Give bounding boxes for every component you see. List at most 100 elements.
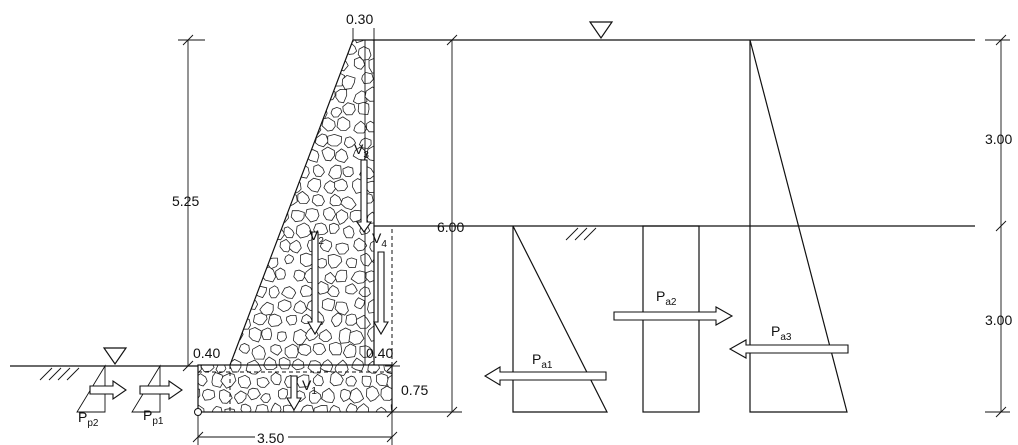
masonry-stone xyxy=(323,206,337,221)
pa3-arrow xyxy=(728,339,849,359)
force-arrows xyxy=(89,159,849,412)
masonry-stone xyxy=(373,73,390,91)
masonry-stone xyxy=(291,358,305,371)
masonry-stone xyxy=(200,241,214,253)
masonry-stone xyxy=(198,225,207,238)
masonry-stone xyxy=(329,193,343,207)
v1-arrow xyxy=(286,375,302,412)
masonry-stone xyxy=(329,341,343,356)
masonry-stone xyxy=(341,74,356,90)
masonry-stone xyxy=(324,58,338,71)
masonry-stone xyxy=(301,107,314,118)
masonry-stone xyxy=(383,301,392,314)
masonry-stone xyxy=(335,209,349,226)
masonry-stone xyxy=(355,314,371,329)
masonry-stone xyxy=(198,89,199,103)
masonry-stone xyxy=(237,104,253,121)
masonry-stone xyxy=(198,72,207,88)
masonry-stone xyxy=(205,195,224,212)
masonry-stone xyxy=(279,121,292,134)
masonry-stone xyxy=(201,388,216,401)
masonry-stone xyxy=(239,73,252,86)
masonry-stone xyxy=(353,120,368,134)
masonry-stone xyxy=(269,132,284,148)
masonry-stone xyxy=(331,42,344,56)
masonry-stone xyxy=(381,121,392,135)
masonry-stone xyxy=(222,284,237,298)
masonry-stone xyxy=(238,252,252,266)
masonry-stone xyxy=(321,146,335,162)
v4-arrow xyxy=(373,251,389,336)
masonry-stone xyxy=(198,40,199,42)
masonry-stone xyxy=(239,196,251,209)
masonry-stone xyxy=(374,45,386,55)
masonry-stone xyxy=(231,239,249,256)
masonry-stone xyxy=(319,359,334,373)
masonry-stone xyxy=(279,238,293,253)
masonry-stone xyxy=(230,60,242,72)
masonry-stone xyxy=(263,119,278,134)
masonry-stone xyxy=(369,40,381,41)
masonry-stone xyxy=(198,119,201,135)
masonry-stone xyxy=(243,87,259,102)
masonry-stone xyxy=(215,270,228,285)
masonry-stone xyxy=(270,372,282,386)
masonry-stone xyxy=(198,166,208,178)
masonry-stone xyxy=(248,327,262,343)
masonry-stone xyxy=(210,108,221,119)
masonry-stone xyxy=(336,116,351,131)
masonry-stone xyxy=(364,86,378,102)
masonry-stone xyxy=(391,346,392,359)
masonry-stone xyxy=(339,388,352,403)
masonry-stone xyxy=(276,176,289,189)
masonry-stone xyxy=(253,253,270,268)
masonry-stone xyxy=(270,195,285,210)
dim-lower-layer: 3.00 xyxy=(985,312,1012,328)
masonry-stone xyxy=(244,179,258,193)
masonry-stone xyxy=(232,300,244,311)
masonry-stone xyxy=(198,254,208,268)
masonry-stone xyxy=(284,343,299,359)
masonry-stone xyxy=(216,147,232,163)
masonry-stone xyxy=(253,164,269,179)
masonry-stone xyxy=(200,265,216,281)
masonry-stone xyxy=(307,360,322,374)
label-v1: V1 xyxy=(302,377,317,397)
masonry-stone xyxy=(342,102,356,116)
masonry-stone xyxy=(263,356,278,371)
masonry-stone xyxy=(345,257,358,269)
masonry-stone xyxy=(243,269,257,282)
dim-wall-height: 5.25 xyxy=(172,193,199,209)
masonry-stone xyxy=(312,373,324,387)
masonry-stone xyxy=(183,146,197,160)
masonry-stone xyxy=(262,237,276,252)
masonry-stone xyxy=(278,387,288,400)
masonry-stone xyxy=(198,178,199,191)
masonry-stone xyxy=(288,239,302,254)
masonry-stone xyxy=(338,327,352,344)
masonry-stone xyxy=(232,179,246,193)
label-pp1: Pp1 xyxy=(143,407,164,427)
label-v3: V3 xyxy=(354,141,369,161)
masonry-stone xyxy=(243,40,259,43)
masonry-stone xyxy=(319,239,333,253)
masonry-stone xyxy=(207,131,222,148)
masonry-stone xyxy=(286,45,298,60)
masonry-stone xyxy=(380,179,392,195)
masonry-stone xyxy=(234,28,244,40)
masonry-stone xyxy=(276,88,291,104)
ground-lines xyxy=(10,39,975,367)
masonry-stone xyxy=(312,70,330,88)
masonry-stone xyxy=(343,225,355,239)
masonry-stone xyxy=(198,271,199,284)
masonry-stone xyxy=(254,106,266,119)
masonry-stone xyxy=(366,385,380,402)
masonry-stone xyxy=(366,120,378,133)
masonry-stone xyxy=(270,402,282,412)
masonry-stone xyxy=(297,343,312,356)
masonry-stone xyxy=(350,270,369,284)
masonry-stone xyxy=(201,92,213,103)
masonry-stone xyxy=(217,209,234,225)
masonry-stone xyxy=(383,29,393,38)
masonry-stone xyxy=(288,122,304,136)
